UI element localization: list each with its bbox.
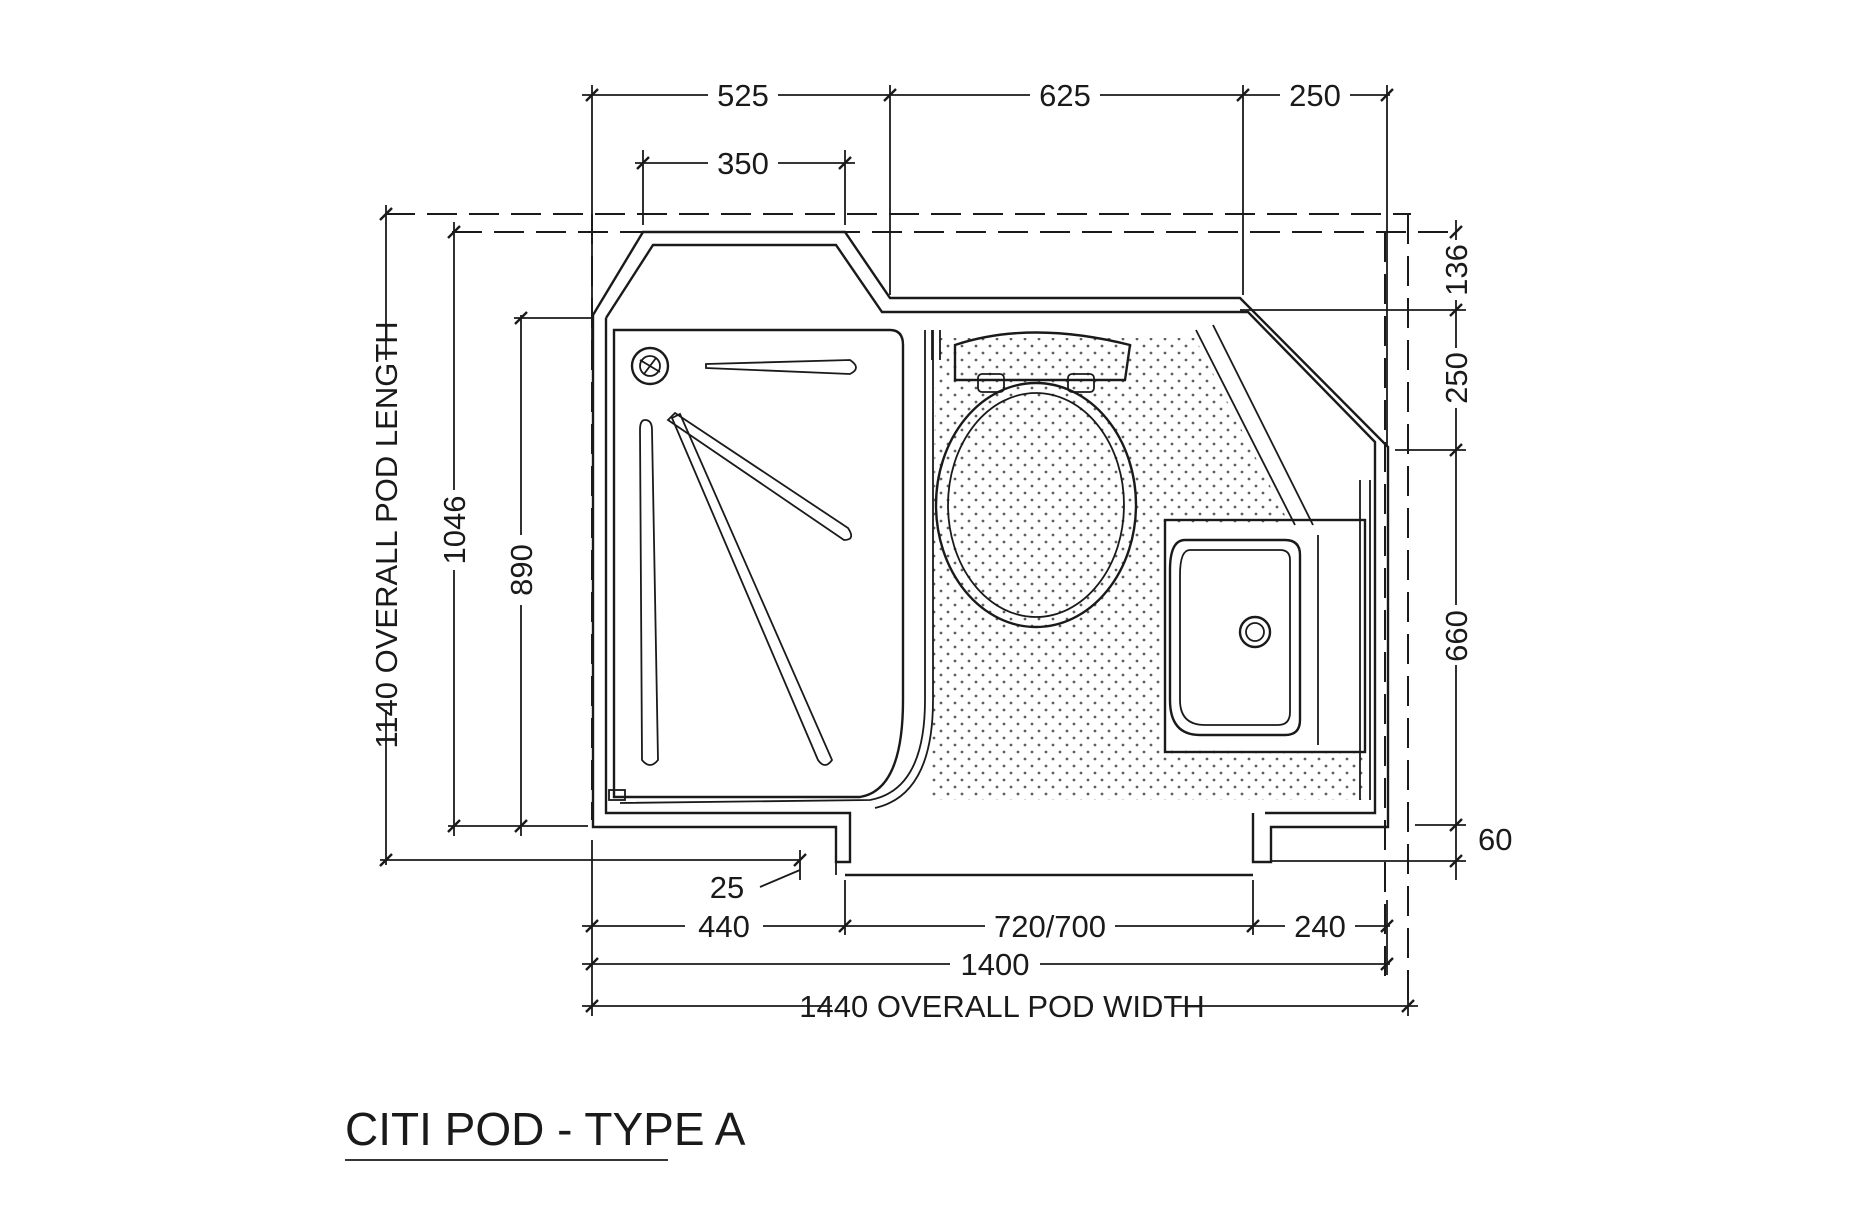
- dim-left-1046: 1046: [437, 496, 472, 565]
- dim-bottom-720-700: 720/700: [994, 909, 1106, 944]
- shower-tray: [608, 328, 934, 809]
- dim-left-1140: 1140 OVERALL POD LENGTH: [369, 321, 404, 748]
- dim-right-136: 136: [1439, 244, 1474, 296]
- dim-bottom-1440: 1440 OVERALL POD WIDTH: [799, 989, 1204, 1024]
- shower-drain-icon: [630, 346, 670, 386]
- dim-bottom-440: 440: [698, 909, 750, 944]
- overall-pod-outline: [385, 213, 1460, 1010]
- dim-top-525: 525: [717, 78, 769, 113]
- toilet-floor-area: [930, 338, 1365, 800]
- dim-top-250: 250: [1289, 78, 1341, 113]
- basin: [1163, 518, 1367, 754]
- corner-unit: [1195, 324, 1371, 800]
- dim-bottom-240: 240: [1294, 909, 1346, 944]
- drawing-title: CITI POD - TYPE A: [345, 1103, 746, 1155]
- dim-right-660: 660: [1439, 610, 1474, 662]
- toilet: [931, 330, 1138, 629]
- pod-walls: [591, 230, 1390, 877]
- dimension-lines: [379, 85, 1466, 1016]
- drawing-title-block: CITI POD - TYPE A: [345, 1103, 746, 1161]
- dim-bottom-25: 25: [710, 870, 744, 905]
- dimension-labels: 525 625 250 350 136 250 660 60 1140 OVER…: [369, 78, 1512, 1024]
- dim-right-60: 60: [1478, 822, 1512, 857]
- dim-right-250: 250: [1439, 352, 1474, 404]
- dim-left-890: 890: [504, 544, 539, 596]
- dim-top-625: 625: [1039, 78, 1091, 113]
- dim-bottom-1400: 1400: [961, 947, 1030, 982]
- dim-top-350: 350: [717, 146, 769, 181]
